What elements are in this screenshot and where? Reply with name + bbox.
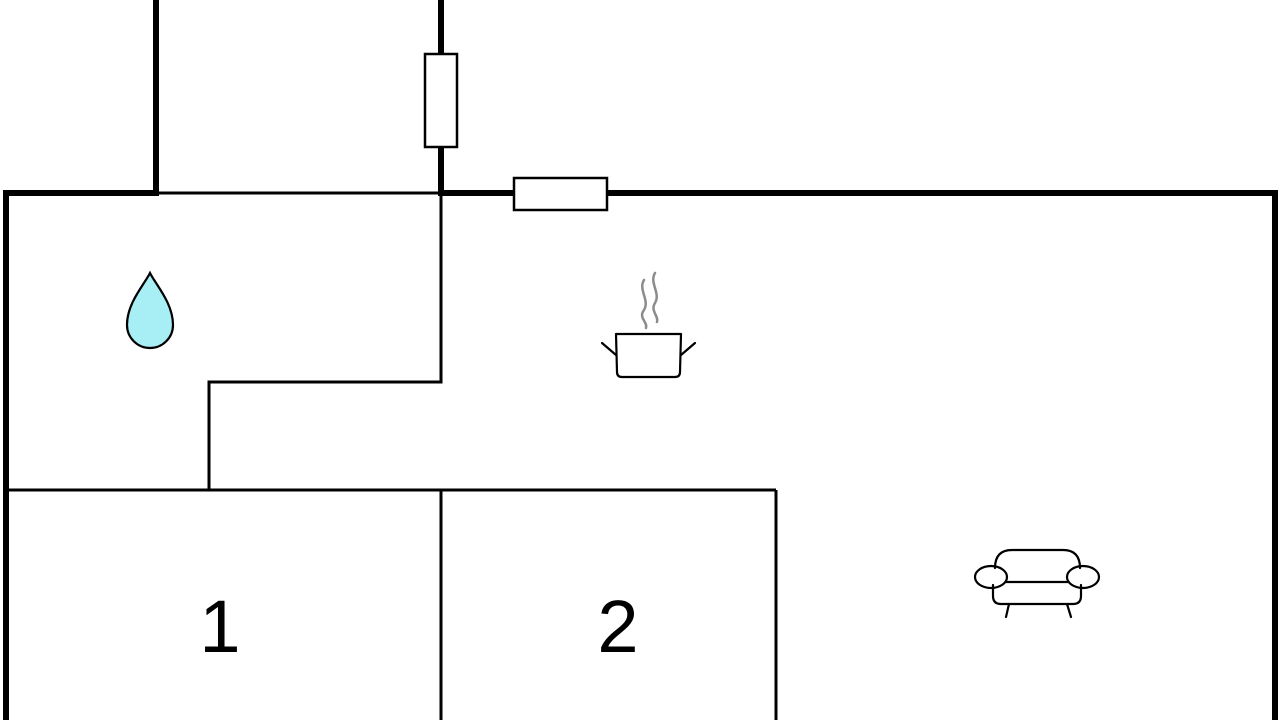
room-label-1: 1 [199, 585, 240, 668]
interior-walls [6, 191, 778, 720]
exterior-walls [3, 0, 1278, 720]
steam-icon [652, 271, 659, 324]
window-hallway [423, 52, 459, 149]
room-label-2: 2 [597, 585, 638, 668]
window-kitchen [512, 176, 609, 212]
steam-icon [640, 278, 648, 330]
water-drop-icon [125, 270, 175, 350]
sofa-icon [973, 548, 1101, 619]
cooking-pot-icon [600, 271, 697, 379]
wall-bathroom [207, 193, 443, 490]
